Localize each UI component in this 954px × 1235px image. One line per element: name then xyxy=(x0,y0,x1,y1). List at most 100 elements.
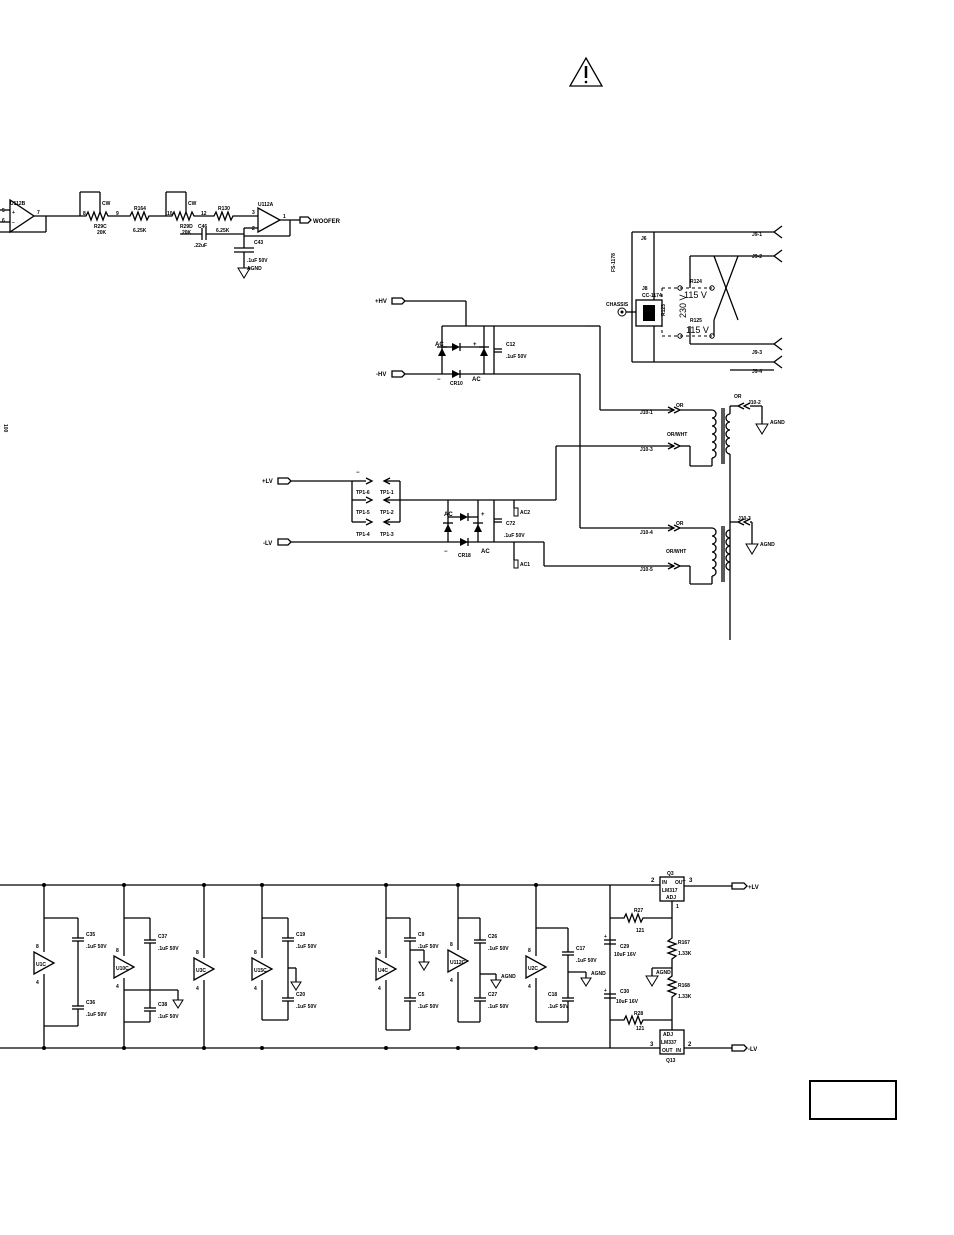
svg-text:.1uF 50V: .1uF 50V xyxy=(488,1004,509,1010)
opamp-symbol xyxy=(113,954,136,980)
svg-text:J9-4: J9-4 xyxy=(752,369,762,375)
svg-text:8: 8 xyxy=(116,948,119,954)
svg-text:LM317: LM317 xyxy=(662,888,678,894)
svg-text:.1uF 50V: .1uF 50V xyxy=(296,944,317,950)
c46-label: C46 xyxy=(198,224,207,230)
svg-text:OUT: OUT xyxy=(662,1048,673,1054)
svg-text:115 V: 115 V xyxy=(686,325,709,335)
woofer-output-label: WOOFER xyxy=(313,219,341,225)
svg-text:J8: J8 xyxy=(642,286,648,292)
svg-text:ADJ: ADJ xyxy=(663,1032,673,1038)
side-label: 100 xyxy=(2,424,8,433)
svg-text:ADJ: ADJ xyxy=(666,895,676,901)
svg-text:IN: IN xyxy=(676,1048,681,1054)
svg-text:TP1-6: TP1-6 xyxy=(356,490,370,496)
svg-text:4: 4 xyxy=(196,986,199,992)
regulator-circuit: Q3 IN OUT LM317 ADJ 2 3 +LV 1 ADJ LM337 … xyxy=(604,871,759,1064)
svg-text:CC-1174: CC-1174 xyxy=(642,293,662,299)
svg-text:R168: R168 xyxy=(678,983,690,989)
svg-text:4: 4 xyxy=(254,986,257,992)
svg-text:AGND: AGND xyxy=(247,266,262,272)
svg-text:OUT: OUT xyxy=(675,880,686,886)
svg-text:8: 8 xyxy=(254,950,257,956)
svg-text:9: 9 xyxy=(116,211,119,217)
svg-text:.1uF 50V: .1uF 50V xyxy=(576,958,597,964)
svg-text:1.33K: 1.33K xyxy=(678,951,692,957)
capacitor-label: C5 xyxy=(418,992,425,998)
svg-text:+HV: +HV xyxy=(375,299,387,305)
ground-icon xyxy=(755,423,769,435)
svg-text:1: 1 xyxy=(676,904,679,910)
resistor-r167 xyxy=(666,936,678,968)
svg-text:−: − xyxy=(444,549,448,555)
c12-label: C12 xyxy=(506,342,515,348)
opamp-label: U3C xyxy=(196,968,206,974)
transformer-secondary-circuit: J10-1 J10-3 J10-4 J10-5 OR OR/WHT OR OR/… xyxy=(640,394,785,640)
svg-text:TP1-4: TP1-4 xyxy=(356,532,370,538)
resistor-r29c xyxy=(80,210,114,222)
svg-text:J10-4: J10-4 xyxy=(640,530,653,536)
resistor-r27 xyxy=(610,912,672,924)
resistor-r164 xyxy=(114,210,166,222)
capacitor-label: C19 xyxy=(296,932,305,938)
svg-text:8: 8 xyxy=(83,211,86,217)
capacitor-label: C20 xyxy=(296,992,305,998)
svg-text:AC: AC xyxy=(435,342,444,348)
svg-text:4: 4 xyxy=(450,978,453,984)
svg-text:2: 2 xyxy=(688,1042,692,1048)
svg-text:6.25K: 6.25K xyxy=(216,228,230,234)
opamp-label: U2C xyxy=(528,966,538,972)
svg-text:2: 2 xyxy=(252,226,255,232)
r130-label: R130 xyxy=(218,206,230,212)
svg-text:R27: R27 xyxy=(634,908,643,914)
chassis-label: CHASSIS xyxy=(606,302,629,308)
lv-rectifier-circuit: +LV -LV − TP1-6 TP1-1 TP1-5 TP1-2 TP1-4 … xyxy=(262,445,674,569)
opamp-u112a xyxy=(257,206,282,234)
lv-plus-port xyxy=(277,477,292,485)
r29c-label: R29C xyxy=(94,224,107,230)
svg-text:.1uF 50V: .1uF 50V xyxy=(506,354,527,360)
svg-text:.1uF 50V: .1uF 50V xyxy=(158,1014,179,1020)
svg-text:AGND: AGND xyxy=(770,420,785,426)
woofer-filter-circuit: U112B 5 6 + − 7 CW 8 9 R29C 20K R164 6.2… xyxy=(0,191,341,279)
svg-text:AC1: AC1 xyxy=(520,562,530,568)
svg-text:OR: OR xyxy=(676,403,684,409)
hv-plus-port xyxy=(391,297,406,305)
capacitor-label: C27 xyxy=(488,992,497,998)
r125-label: R125 xyxy=(690,318,702,324)
svg-text:20K: 20K xyxy=(182,230,192,236)
svg-text:TP1-1: TP1-1 xyxy=(380,490,394,496)
svg-text:AC2: AC2 xyxy=(520,510,530,516)
ground-icon xyxy=(745,543,759,555)
capacitor-label: C18 xyxy=(548,992,557,998)
svg-text:R28: R28 xyxy=(634,1011,643,1017)
svg-text:AC: AC xyxy=(481,549,490,555)
hv-minus-port xyxy=(391,370,406,378)
r164-label: R164 xyxy=(134,206,146,212)
svg-text:Q3: Q3 xyxy=(667,871,674,877)
svg-text:AGND: AGND xyxy=(656,970,671,976)
opamp-symbol xyxy=(447,948,470,974)
svg-text:OR/WHT: OR/WHT xyxy=(666,549,686,555)
svg-text:115 V: 115 V xyxy=(684,290,707,300)
svg-text:C30: C30 xyxy=(620,989,629,995)
svg-text:2: 2 xyxy=(651,878,655,884)
svg-text:230 V: 230 V xyxy=(678,294,688,318)
svg-text:.1uF 50V: .1uF 50V xyxy=(86,944,107,950)
opamp-u112b xyxy=(9,198,36,234)
svg-text:TP1-3: TP1-3 xyxy=(380,532,394,538)
svg-text:+: + xyxy=(12,210,15,216)
svg-text:J10-3: J10-3 xyxy=(738,516,751,522)
c43-label: C43 xyxy=(254,240,263,246)
svg-text:.1uF 50V: .1uF 50V xyxy=(504,533,525,539)
svg-text:4: 4 xyxy=(36,980,39,986)
opamp-label: U112C xyxy=(450,960,466,966)
warning-icon xyxy=(568,56,604,87)
resistor-r130 xyxy=(200,210,258,222)
opamp-symbol xyxy=(33,950,56,976)
svg-text:20K: 20K xyxy=(97,230,107,236)
svg-text:J9-1: J9-1 xyxy=(752,232,762,238)
svg-text:CW: CW xyxy=(102,201,111,207)
